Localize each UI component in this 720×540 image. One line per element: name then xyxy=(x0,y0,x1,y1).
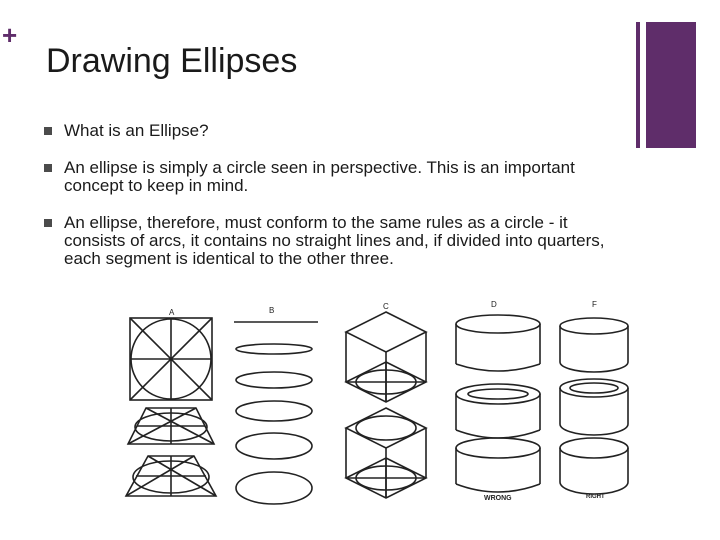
square-bullet-icon xyxy=(44,219,52,227)
square-bullet-icon xyxy=(44,164,52,172)
caption-right: RIGHT xyxy=(586,494,605,500)
bullet-item: What is an Ellipse? xyxy=(42,122,612,140)
bullet-text: An ellipse is simply a circle seen in pe… xyxy=(64,158,575,195)
right-cylinder-drawing xyxy=(559,378,629,436)
cube-ellipse-diagram xyxy=(344,311,428,403)
figure-label-b: B xyxy=(269,306,274,315)
accent-bar-thick xyxy=(646,22,696,148)
cube-ellipse-diagram xyxy=(344,407,428,499)
perspective-trapezoid-diagram xyxy=(126,407,216,445)
bullet-item: An ellipse is simply a circle seen in pe… xyxy=(42,159,612,195)
figure-label-c: C xyxy=(383,302,389,311)
right-cylinder-drawing xyxy=(559,317,629,373)
bullet-item: An ellipse, therefore, must conform to t… xyxy=(42,214,612,268)
bullet-text: An ellipse, therefore, must conform to t… xyxy=(64,213,605,268)
accent-bar-thin xyxy=(636,22,640,148)
plus-icon: + xyxy=(2,20,18,50)
bullet-text: What is an Ellipse? xyxy=(64,121,209,140)
wrong-cylinder-drawing xyxy=(455,314,541,372)
figure-label-a: A xyxy=(169,308,175,317)
ellipse-degree-sequence xyxy=(234,321,318,505)
caption-wrong: WRONG xyxy=(484,495,512,502)
right-cylinder-drawing xyxy=(559,437,629,495)
wrong-cylinder-drawing xyxy=(455,383,541,439)
square-bullet-icon xyxy=(44,127,52,135)
ellipse-illustration: A B C D F WRONG RIGHT xyxy=(124,300,629,505)
perspective-trapezoid-diagram xyxy=(124,455,218,497)
wrong-cylinder-drawing xyxy=(455,437,541,493)
slide-title: Drawing Ellipses xyxy=(46,42,298,80)
figure-label-d: D xyxy=(491,300,497,309)
bullet-list: What is an Ellipse? An ellipse is simply… xyxy=(42,122,612,287)
figure-label-f: F xyxy=(592,300,597,309)
square-circle-diagram xyxy=(129,317,213,401)
